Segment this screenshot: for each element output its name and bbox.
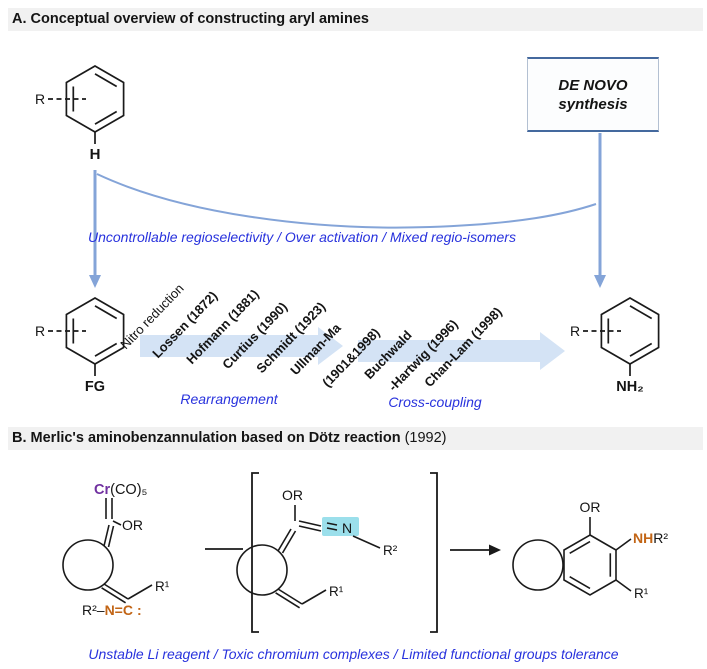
chromium-carbene-bonds: [62, 498, 153, 604]
limitation-note-b: Unstable Li reagent / Toxic chromium com…: [88, 646, 619, 662]
ketenimine-bonds: [236, 505, 381, 609]
nh2-group-label: NH₂: [616, 379, 643, 395]
benzene-bonds: [48, 297, 125, 376]
nhr2-label-product: NHR²: [633, 530, 668, 546]
regioselectivity-curve: [96, 173, 597, 229]
left-bracket: [251, 472, 259, 633]
fg-group-label: FG: [85, 379, 105, 395]
or-label-reactant: OR: [122, 517, 143, 533]
r1-label-reactant: R¹: [155, 579, 170, 594]
r2-amine-part: R²: [653, 530, 668, 546]
block-arrow-cross-coupling: [358, 332, 565, 370]
de-novo-synthesis-box: DE NOVO synthesis: [527, 57, 659, 132]
r-substituent-label: R: [35, 323, 45, 339]
benzene-bonds: [48, 65, 125, 144]
merlic-scheme: Cr(CO)₅ OR R¹ R²–N=C: OR N R² R¹: [62, 472, 668, 633]
section-a-header: A. Conceptual overview of constructing a…: [8, 8, 703, 31]
r1-label-intermediate: R¹: [329, 584, 344, 599]
cr-co5-label: Cr(CO)₅: [94, 482, 148, 498]
product-bonds: [512, 517, 632, 596]
r-substituent-label: R: [35, 91, 45, 107]
section-b-year: (1992): [400, 430, 447, 446]
block-arrow-rearrangement: [140, 327, 343, 365]
ch-hydrogen-label: H: [90, 146, 101, 163]
rearrangement-category-label: Rearrangement: [180, 391, 278, 407]
right-bracket: [430, 472, 438, 633]
cross-coupling-category-label: Cross-coupling: [388, 394, 482, 410]
isocyanide-lone-pair: :: [137, 602, 142, 618]
or-label-product: OR: [580, 499, 601, 515]
benzene-bonds: [583, 297, 660, 376]
isocyanide-label: R²–N=C:: [82, 602, 142, 618]
de-novo-line1: DE NOVO: [558, 76, 628, 94]
section-b-title: B. Merlic's aminobenzannulation based on…: [12, 430, 401, 446]
r2-label-intermediate: R²: [383, 543, 398, 558]
r-substituent-label: R: [570, 323, 580, 339]
substrate-arene-ring: R H: [35, 65, 125, 163]
chromium-symbol: Cr: [94, 482, 110, 498]
fg-arene-ring: R FG: [35, 297, 125, 395]
carbonyl-ligands: (CO)₅: [110, 482, 147, 498]
isocyanide-r2: R²–: [82, 602, 105, 618]
de-novo-line2: synthesis: [558, 95, 628, 113]
isocyanide-nc: N=C: [105, 602, 133, 618]
nitrogen-label: N: [342, 520, 352, 536]
section-b-header: B. Merlic's aminobenzannulation based on…: [8, 427, 703, 450]
reaction-arrow: [450, 544, 501, 556]
nh-amine-part: NH: [633, 530, 653, 546]
r1-label-product: R¹: [634, 586, 649, 601]
left-down-arrow: [89, 170, 101, 288]
nitrogen-highlight: [322, 517, 359, 536]
or-label-intermediate: OR: [282, 487, 303, 503]
amine-arene-ring: R NH₂: [570, 297, 660, 395]
section-a-title: A. Conceptual overview of constructing a…: [12, 11, 369, 27]
limitation-note-a: Uncontrollable regioselectivity / Over a…: [88, 229, 516, 245]
right-down-arrow: [594, 133, 606, 288]
